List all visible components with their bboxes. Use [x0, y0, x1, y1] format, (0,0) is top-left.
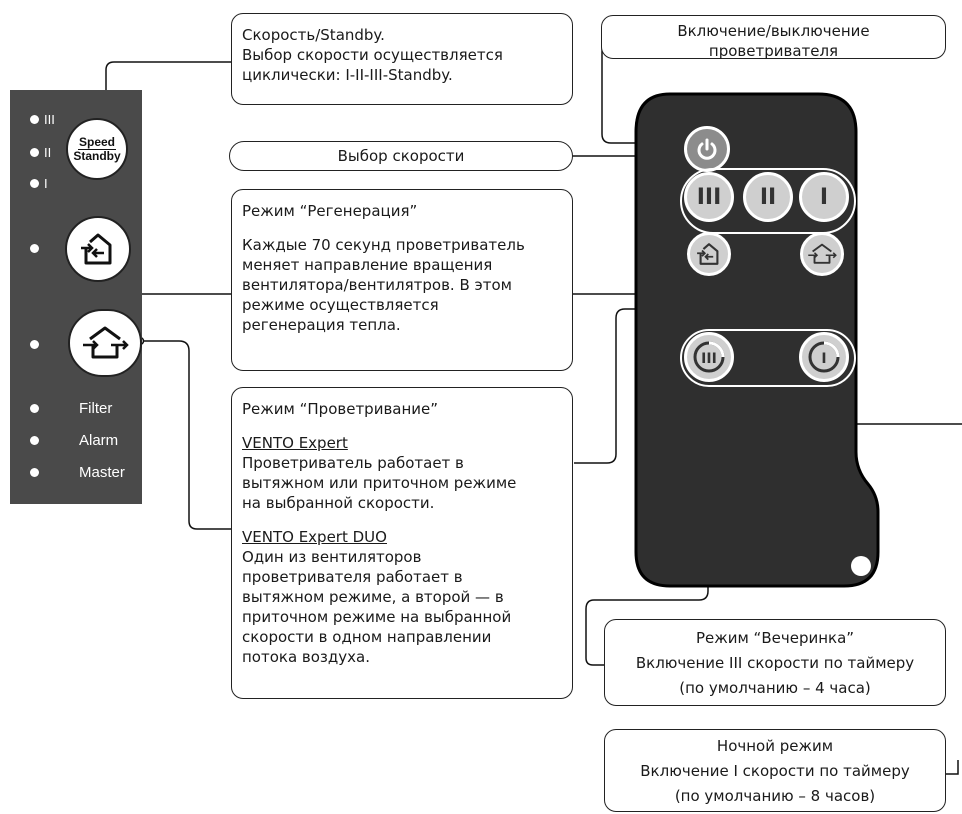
callout-regeneration-line-5: регенерация тепла.: [242, 316, 401, 334]
regen-mode-button[interactable]: [687, 232, 731, 276]
filter-indicator: [30, 404, 39, 413]
power-button[interactable]: [684, 126, 730, 172]
callout-power: Включение/выключение проветривателя: [601, 15, 946, 60]
callout-power-line-1: Включение/выключение: [677, 22, 870, 40]
callout-speed-standby-line-2: Выбор скорости осуществляется: [242, 46, 503, 64]
house-arrows-through-icon: [83, 326, 129, 359]
vent-indicator: [30, 340, 39, 349]
ventilation-mode-button[interactable]: [68, 309, 142, 377]
party-mode-button[interactable]: III: [684, 332, 734, 382]
alarm-indicator: [30, 436, 39, 445]
timer-i-icon: I: [808, 341, 840, 373]
speed-label: Speed: [77, 134, 116, 150]
callout-ventilation-title: Режим “Проветривание”: [242, 400, 439, 418]
line-vent-panel: [140, 340, 232, 530]
callout-party-line-2: Включение III скорости по таймеру: [635, 654, 915, 672]
night-mode-button[interactable]: I: [799, 332, 849, 382]
callout-regeneration: Режим “Регенерация” Каждые 70 секунд про…: [231, 189, 573, 371]
speed-button-group: [680, 168, 856, 234]
callout-ventilation-duo-line-5: скорости в одном направлении: [242, 628, 492, 646]
master-indicator: [30, 468, 39, 477]
callout-power-line-2: проветривателя: [708, 42, 839, 60]
speed-ii-button[interactable]: II: [743, 172, 793, 222]
callout-ventilation-expert-line-1: Проветриватель работает в: [242, 454, 464, 472]
callout-regeneration-line-1: Каждые 70 секунд проветриватель: [242, 236, 525, 254]
master-label: Master: [79, 464, 125, 481]
callout-speed-standby-line-1: Скорость/Standby.: [242, 26, 385, 44]
callout-regeneration-line-2: меняет направление вращения: [242, 256, 493, 274]
callout-speed-select-line: Выбор скорости: [337, 147, 465, 165]
callout-ventilation-duo-heading: VENTO Expert DUO: [242, 528, 387, 546]
callout-party-mode: Режим “Вечеринка” Включение III скорости…: [604, 619, 946, 706]
speed-iii-indicator: [30, 115, 39, 124]
speed-iii-button[interactable]: III: [684, 172, 734, 222]
speed-iii-label: III: [44, 112, 55, 127]
callout-speed-select: Выбор скорости: [229, 141, 573, 171]
regen-mode-button[interactable]: [65, 216, 131, 282]
callout-speed-standby: Скорость/Standby. Выбор скорости осущест…: [231, 13, 573, 105]
callout-ventilation-duo-line-4: приточном режиме на выбранной: [242, 608, 512, 626]
line-night-right: [946, 760, 959, 775]
callout-ventilation-duo-line-2: проветривателя работает в: [242, 568, 463, 586]
callout-ventilation-duo-line-6: потока воздуха.: [242, 648, 370, 666]
callout-night-mode: Ночной режим Включение I скорости по тай…: [604, 729, 946, 812]
callout-party-line-1: Режим “Вечеринка”: [695, 629, 855, 647]
callout-regeneration-title: Режим “Регенерация”: [242, 202, 418, 220]
callout-regeneration-line-3: вентилятора/вентилятров. В этом: [242, 276, 512, 294]
speed-i-button[interactable]: I: [799, 172, 849, 222]
timer-iii-icon: III: [693, 341, 725, 373]
alarm-label: Alarm: [79, 432, 119, 449]
house-arrows-in-icon: [697, 243, 719, 265]
callout-night-line-2: Включение I скорости по таймеру: [640, 762, 910, 780]
timer-button-group: [680, 329, 856, 387]
speed-standby-button[interactable]: Speed Standby: [66, 118, 128, 180]
callout-ventilation-duo-line-3: вытяжном режиме, а второй — в: [242, 588, 504, 606]
remote-control: III II I III I: [632, 92, 882, 589]
callout-ventilation-expert-line-3: на выбранной скорости.: [242, 494, 435, 512]
speed-ii-label: II: [44, 145, 52, 160]
callout-ventilation-duo-line-1: Один из вентиляторов: [242, 548, 422, 566]
wall-control-panel: III II I Speed Standby Filter Alarm Mast…: [10, 90, 142, 504]
house-arrows-in-icon: [81, 233, 112, 265]
callout-speed-standby-line-3: циклически: I-II-III-Standby.: [242, 66, 453, 84]
callout-night-line-1: Ночной режим: [716, 737, 834, 755]
timer-iii-glyph: III: [701, 351, 717, 367]
timer-i-glyph: I: [821, 351, 826, 367]
speed-ii-indicator: [30, 148, 39, 157]
speed-i-indicator: [30, 179, 39, 188]
callout-ventilation: Режим “Проветривание” VENTO Expert Прове…: [231, 387, 573, 699]
power-icon: [697, 138, 717, 160]
callout-night-line-3: (по умолчанию – 8 часов): [674, 787, 876, 805]
house-arrows-through-icon: [808, 243, 837, 264]
ventilation-mode-button[interactable]: [800, 232, 844, 276]
callout-party-line-3: (по умолчанию – 4 часа): [679, 679, 871, 697]
regen-indicator: [30, 244, 39, 253]
standby-label: Standby: [73, 148, 121, 163]
callout-ventilation-expert-heading: VENTO Expert: [242, 434, 348, 452]
callout-regeneration-line-4: режиме осуществляется: [242, 296, 439, 314]
speed-i-label: I: [44, 176, 48, 191]
filter-label: Filter: [79, 400, 113, 417]
callout-ventilation-expert-line-2: вытяжном или приточном режиме: [242, 474, 517, 492]
